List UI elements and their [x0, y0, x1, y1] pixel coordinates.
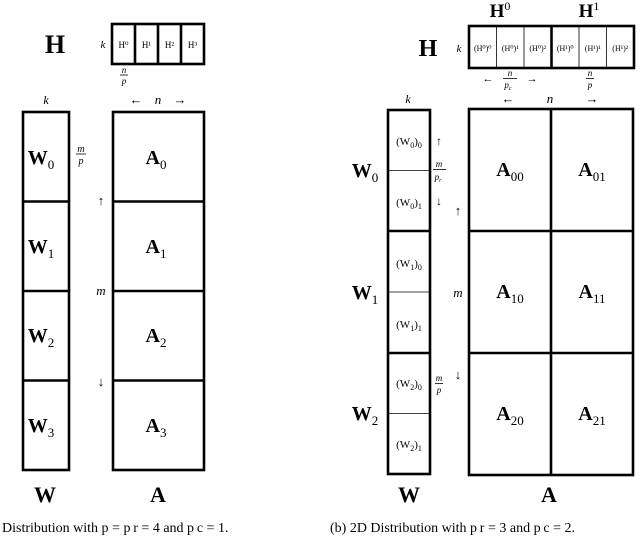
right-h-cell-1: (H⁰)¹ [502, 44, 519, 53]
left-a-block-1: A1 [146, 236, 167, 261]
left-caption: Distribution with p = p r = 4 and p c = … [2, 521, 228, 536]
right-w-cell-1-0: (W1)0 [396, 258, 422, 272]
left-panel: H k H⁰ H¹ H² H³ n p k ← n → W0 W1 W2 W3 … [2, 22, 228, 536]
right-h-group-label-1: H1 [579, 0, 600, 22]
right-h-cell-3: (H¹)⁰ [557, 44, 574, 53]
left-a-block-2: A2 [146, 325, 167, 350]
left-m-frac-num: m [77, 144, 84, 155]
left-w-block-2: W2 [28, 325, 55, 350]
right-n-arrow-right: → [586, 91, 599, 106]
right-h-k-label: k [457, 43, 463, 55]
right-mp-frac-den: p [436, 385, 442, 395]
right-pc-frac-den: pc [503, 80, 512, 92]
left-h-label: H [45, 30, 65, 59]
right-n-label: n [547, 91, 554, 106]
right-a-block-00: A00 [496, 159, 523, 184]
right-h-cell-5: (H¹)² [612, 44, 629, 53]
right-a-block-21: A21 [578, 403, 605, 428]
right-caption: (b) 2D Distribution with p r = 3 and p c… [330, 521, 575, 536]
right-p-frac-num: n [588, 68, 593, 78]
left-h-cell-1: H¹ [142, 40, 151, 50]
right-mr-frac-num: m [436, 159, 443, 169]
left-w-block-1: W1 [28, 236, 55, 261]
right-m-arrow-down: ↓ [455, 367, 462, 382]
right-w-title: W [398, 482, 420, 507]
left-m-frac-den: p [78, 156, 84, 167]
right-w-cell-0-0: (W0)0 [396, 136, 422, 150]
left-a-block-0: A0 [146, 147, 167, 172]
left-w-block-0: W0 [28, 147, 55, 172]
left-a-block-3: A3 [146, 415, 167, 440]
right-m-label: m [453, 285, 462, 300]
left-m-arrow-down: ↓ [98, 374, 105, 389]
right-w-cell-1-1: (W1)1 [396, 319, 422, 333]
left-h-cell-2: H² [165, 40, 174, 50]
right-mp-frac-num: m [436, 373, 443, 383]
right-n-arrow-left: ← [502, 91, 515, 106]
right-a-title: A [541, 482, 557, 507]
right-w-group-2: W2 [352, 403, 379, 428]
right-panel: H0 H1 H k (H⁰)⁰ (H⁰)¹ (H⁰)² (H¹)⁰ (H¹)¹ … [330, 0, 636, 536]
left-h-frac-num: n [122, 65, 127, 75]
left-w-title: W [34, 482, 56, 507]
right-w-cell-0-1: (W0)1 [396, 197, 422, 211]
right-w-k-label: k [405, 92, 411, 106]
left-h-cell-0: H⁰ [118, 40, 128, 50]
right-mr-arrow-up: ↑ [436, 134, 442, 148]
right-a-block-10: A10 [496, 281, 523, 306]
left-m-label: m [96, 283, 105, 298]
right-w-group-0: W0 [352, 160, 379, 185]
right-mr-arrow-down: ↓ [436, 194, 442, 208]
right-a-block-01: A01 [578, 159, 605, 184]
right-h-cell-0: (H⁰)⁰ [474, 44, 492, 53]
right-p-frac-den: p [587, 80, 593, 90]
left-w-block-3: W3 [28, 415, 55, 440]
right-pc-arrow-left: ← [483, 73, 494, 85]
left-n-arrow-right: → [174, 92, 187, 107]
right-w-group-1: W1 [352, 282, 379, 307]
left-h-frac-den: p [121, 76, 127, 86]
right-pc-frac-num: n [508, 68, 513, 78]
right-w-cell-2-0: (W2)0 [396, 378, 422, 392]
left-h-k-label: k [101, 39, 107, 51]
left-h-cell-3: H³ [188, 40, 197, 50]
left-n-label: n [155, 92, 162, 107]
right-m-arrow-up: ↑ [455, 203, 462, 218]
right-h-cell-4: (H¹)¹ [585, 44, 602, 53]
right-pc-arrow-right: → [527, 73, 538, 85]
right-h-group-label-0: H0 [490, 0, 511, 22]
right-mr-frac-den: pr [434, 172, 443, 184]
right-w-cell-2-1: (W2)1 [396, 439, 422, 453]
left-m-arrow-up: ↑ [98, 193, 105, 208]
left-a-title: A [150, 482, 166, 507]
left-w-k-label: k [43, 93, 49, 107]
right-h-cell-2: (H⁰)² [529, 44, 546, 53]
right-h-label: H [419, 36, 438, 62]
right-a-block-20: A20 [496, 403, 523, 428]
right-a-block-11: A11 [579, 281, 606, 306]
left-n-arrow-left: ← [130, 92, 143, 107]
